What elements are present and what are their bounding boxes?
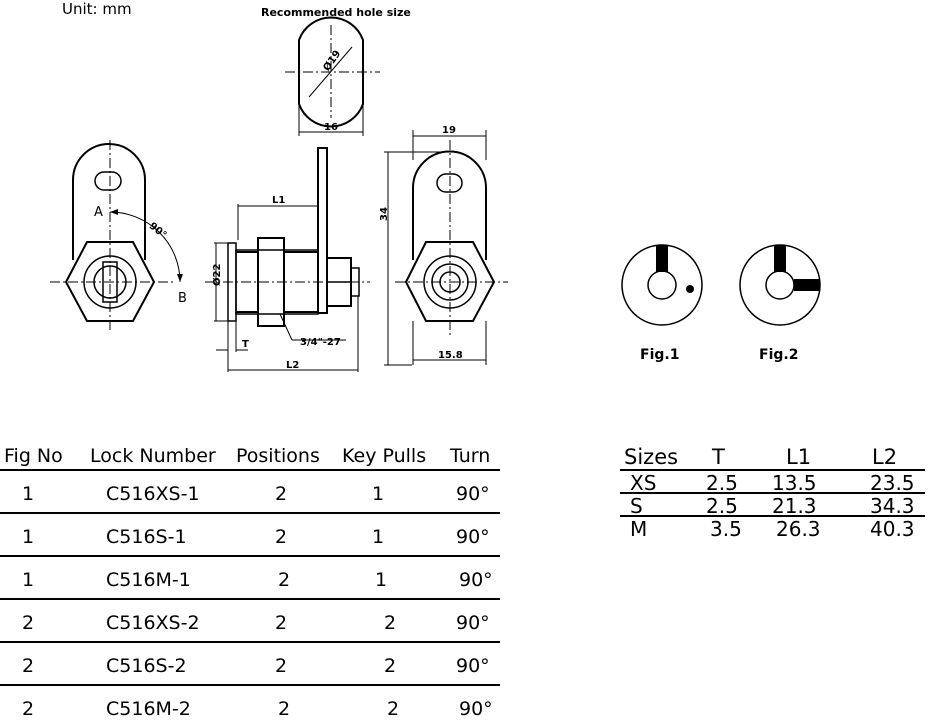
header-sizes: Sizes (624, 445, 679, 469)
dim-l2: L2 (286, 360, 299, 371)
cell-lock-number: C516XS-2 (106, 612, 200, 634)
cell-key-pulls: 1 (375, 569, 388, 591)
header-turn: Turn (450, 445, 491, 467)
dim-15-8: 15.8 (438, 350, 463, 361)
header-fig-no: Fig No (4, 445, 63, 467)
fig1-diagram: Fig.1 (621, 244, 703, 363)
cell-size: XS (630, 471, 657, 495)
table-row: 1 C516XS-1 2 1 90° (0, 471, 500, 514)
header-l2: L2 (872, 445, 898, 469)
cell-lock-number: C516S-2 (106, 655, 187, 677)
dim-34: 34 (379, 207, 390, 221)
header-t: T (712, 445, 725, 469)
dim-19: 19 (442, 125, 456, 136)
dim-l1: L1 (272, 195, 285, 206)
cell-l1: 13.5 (772, 471, 817, 495)
cell-positions: 2 (275, 612, 288, 634)
header-lock-number: Lock Number (90, 445, 216, 467)
cell-fig: 2 (22, 612, 35, 634)
lock-table: Fig No Lock Number Positions Key Pulls T… (0, 437, 500, 727)
table-row: 1 C516M-1 2 1 90° (0, 557, 500, 600)
cell-l2: 23.5 (870, 471, 915, 495)
cell-size: M (630, 517, 648, 541)
cell-positions: 2 (278, 569, 291, 591)
table-row: S 2.5 21.3 34.3 (620, 494, 925, 518)
cell-turn: 90° (459, 698, 493, 720)
cell-l1: 26.3 (776, 517, 821, 541)
dim-t: T (242, 339, 249, 350)
unit-label: Unit: mm (62, 0, 132, 18)
cell-fig: 1 (22, 483, 35, 505)
cell-fig: 1 (22, 569, 35, 591)
table-row: M 3.5 26.3 40.3 (620, 517, 925, 541)
cell-lock-number: C516M-1 (106, 569, 191, 591)
cell-fig: 1 (22, 526, 35, 548)
cell-l1: 21.3 (772, 494, 817, 518)
cell-size: S (630, 494, 643, 518)
label-a: A (94, 205, 103, 220)
cell-t: 3.5 (710, 517, 742, 541)
table-row: XS 2.5 13.5 23.5 (620, 471, 925, 495)
fig2-label: Fig.2 (759, 347, 798, 363)
dim-d22: Ø22 (211, 264, 223, 286)
cell-l2: 40.3 (870, 517, 915, 541)
fig1-label: Fig.1 (640, 347, 679, 363)
header-positions: Positions (236, 445, 320, 467)
table-row: 2 C516M-2 2 2 90° (0, 686, 500, 727)
lock-table-header: Fig No Lock Number Positions Key Pulls T… (0, 437, 500, 471)
cell-l2: 34.3 (870, 494, 915, 518)
cell-turn: 90° (459, 569, 493, 591)
cell-positions: 2 (278, 698, 291, 720)
cell-key-pulls: 2 (387, 698, 400, 720)
header-l1: L1 (786, 445, 812, 469)
cell-t: 2.5 (706, 471, 738, 495)
dim-width-16: 16 (324, 122, 338, 133)
recommended-hole-title: Recommended hole size (261, 6, 411, 19)
cell-turn: 90° (456, 612, 490, 634)
cell-fig: 2 (22, 655, 35, 677)
cell-t: 2.5 (706, 494, 738, 518)
side-view-center: L1 Ø22 T L2 3/4"-27 (205, 147, 370, 372)
thread-label: 3/4"-27 (300, 337, 341, 348)
table-row: 1 C516S-1 2 1 90° (0, 514, 500, 557)
sizes-table-header: Sizes T L1 L2 (620, 445, 925, 471)
cell-positions: 2 (275, 655, 288, 677)
cell-fig: 2 (22, 698, 35, 720)
cell-lock-number: C516S-1 (106, 526, 187, 548)
cell-key-pulls: 1 (372, 526, 385, 548)
technical-drawing: Recommended hole size Ø19 16 A B 90° L1 (50, 6, 821, 372)
cell-turn: 90° (456, 483, 490, 505)
label-b: B (178, 291, 187, 306)
back-view-right: 19 34 15.8 (379, 125, 508, 366)
cell-positions: 2 (275, 483, 288, 505)
front-view-left: A B 90° (50, 140, 187, 330)
cell-lock-number: C516M-2 (106, 698, 191, 720)
cell-turn: 90° (456, 526, 490, 548)
cell-key-pulls: 2 (384, 655, 397, 677)
sizes-table: Sizes T L1 L2 XS 2.5 13.5 23.5 S 2.5 21.… (620, 445, 925, 541)
cell-key-pulls: 2 (384, 612, 397, 634)
table-row: 2 C516S-2 2 2 90° (0, 643, 500, 686)
cell-lock-number: C516XS-1 (106, 483, 200, 505)
cell-key-pulls: 1 (372, 483, 385, 505)
cell-turn: 90° (456, 655, 490, 677)
recommended-hole-diagram: Ø19 16 (285, 16, 380, 136)
cell-positions: 2 (275, 526, 288, 548)
table-row: 2 C516XS-2 2 2 90° (0, 600, 500, 643)
fig2-diagram: Fig.2 (739, 244, 821, 363)
header-key-pulls: Key Pulls (342, 445, 427, 467)
